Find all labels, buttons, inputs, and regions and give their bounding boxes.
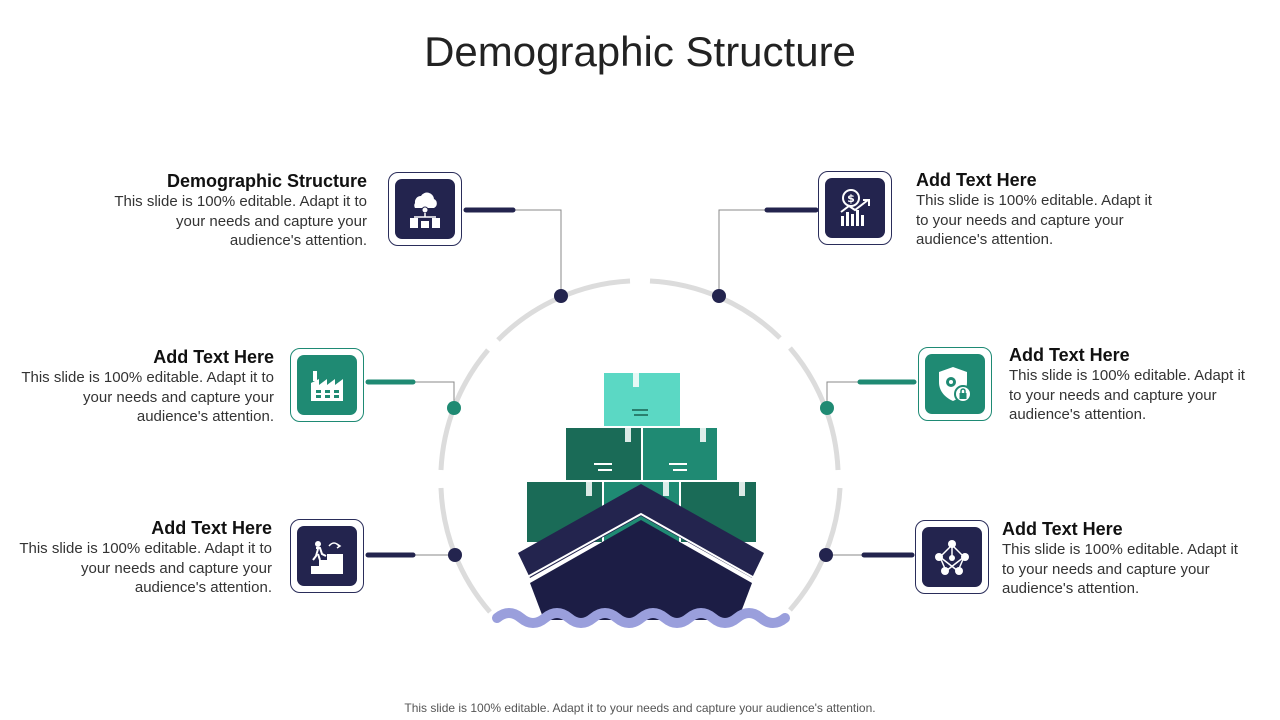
icon-frame-4: $ — [818, 171, 892, 245]
icon-frame-3 — [290, 519, 364, 593]
shield-gear-lock-icon — [939, 367, 972, 403]
climbing-stairs-goal-icon — [311, 541, 343, 574]
factory-icon — [311, 371, 343, 401]
ship-hull — [518, 484, 764, 620]
body-text: This slide is 100% editable. Adapt it to… — [916, 192, 1152, 248]
body-text: This slide is 100% editable. Adapt it to… — [21, 369, 274, 425]
body-text: This slide is 100% editable. Adapt it to… — [19, 540, 272, 596]
people-network-icon — [935, 540, 969, 575]
body-text: This slide is 100% editable. Adapt it to… — [1009, 367, 1245, 423]
body-text: This slide is 100% editable. Adapt it to… — [114, 193, 367, 249]
icon-frame-5 — [918, 347, 992, 421]
heading: Add Text Here — [916, 170, 1037, 190]
icon-frame-2 — [290, 348, 364, 422]
icon-frame-1 — [388, 172, 462, 246]
text-block-4: Add Text Here This slide is 100% editabl… — [916, 169, 1166, 250]
text-block-5: Add Text Here This slide is 100% editabl… — [1009, 344, 1259, 425]
heading: Add Text Here — [153, 347, 274, 367]
heading: Add Text Here — [1002, 519, 1123, 539]
slide-title: Demographic Structure — [424, 28, 856, 75]
heading: Add Text Here — [1009, 345, 1130, 365]
cargo-containers — [527, 373, 756, 542]
footer-note: This slide is 100% editable. Adapt it to… — [404, 701, 876, 715]
svg-text:$: $ — [847, 192, 855, 205]
waves — [492, 608, 790, 628]
text-block-3: Add Text Here This slide is 100% editabl… — [12, 517, 272, 598]
connector-bars — [365, 207, 917, 558]
connector-dots — [447, 289, 834, 562]
text-block-2: Add Text Here This slide is 100% editabl… — [14, 346, 274, 427]
text-block-1: Demographic Structure This slide is 100%… — [107, 170, 367, 251]
heading: Demographic Structure — [166, 171, 367, 191]
icon-frame-6 — [915, 520, 989, 594]
dollar-growth-chart-icon: $ — [840, 189, 870, 226]
text-block-6: Add Text Here This slide is 100% editabl… — [1002, 518, 1252, 599]
body-text: This slide is 100% editable. Adapt it to… — [1002, 541, 1238, 597]
heading: Add Text Here — [151, 518, 272, 538]
cloud-network-city-icon — [410, 192, 440, 228]
